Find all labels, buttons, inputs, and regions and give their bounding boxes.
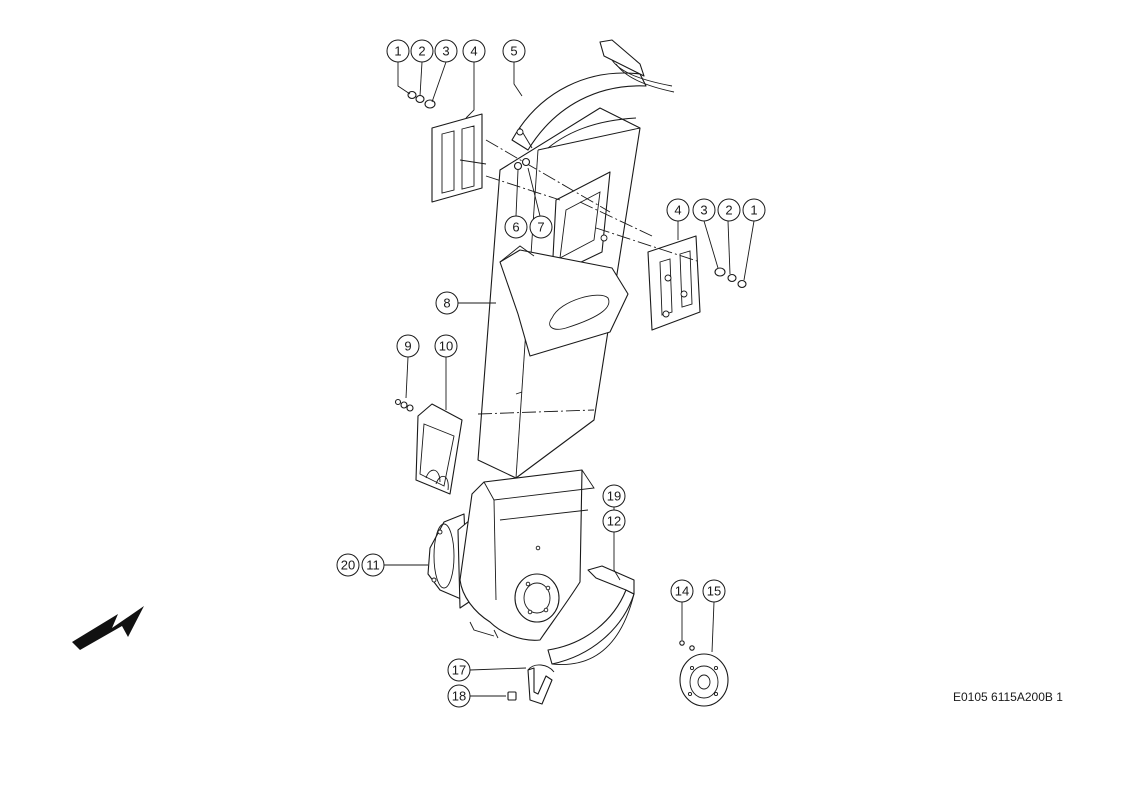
part-17-u-bolt: [527, 664, 555, 705]
callout-8: 8: [435, 291, 459, 315]
svg-text:7: 7: [537, 220, 544, 235]
callout-3-right: 3: [692, 198, 716, 222]
fasteners-6-7: [513, 157, 531, 171]
arrow-up-right-icon: [72, 606, 144, 650]
callout-14: 14: [670, 579, 694, 603]
callout-20: 20: [336, 553, 360, 577]
svg-text:1: 1: [750, 203, 757, 218]
callout-7: 7: [529, 215, 553, 239]
svg-text:20: 20: [341, 558, 355, 573]
callout-12: 12: [602, 509, 626, 533]
part-5-deflector: [511, 39, 675, 151]
part-9-fastener: [394, 398, 414, 412]
svg-text:4: 4: [470, 44, 477, 59]
svg-text:18: 18: [452, 689, 466, 704]
fasteners-right: [714, 267, 747, 289]
fasteners-left: [407, 90, 436, 109]
part-11-fan-housing: [427, 469, 595, 641]
callout-17: 17: [447, 658, 471, 682]
part-8-main-chute: [477, 107, 641, 479]
svg-text:17: 17: [452, 663, 466, 678]
callout-4: 4: [462, 39, 486, 63]
leader-lines: [384, 61, 755, 697]
svg-text:6: 6: [512, 220, 519, 235]
part-15-hub: [679, 653, 729, 707]
callout-9: 9: [396, 334, 420, 358]
callout-5: 5: [502, 39, 526, 63]
callout-1: 1: [386, 39, 410, 63]
svg-text:19: 19: [607, 489, 621, 504]
svg-text:5: 5: [510, 44, 517, 59]
part-14-screws: [679, 640, 695, 651]
svg-text:3: 3: [700, 203, 707, 218]
callout-2-right: 2: [717, 198, 741, 222]
svg-text:3: 3: [442, 44, 449, 59]
callout-2: 2: [410, 39, 434, 63]
callout-15: 15: [702, 579, 726, 603]
svg-text:11: 11: [366, 558, 380, 573]
callout-19: 19: [602, 484, 626, 508]
callout-10: 10: [434, 334, 458, 358]
part-10-bracket: [415, 403, 463, 495]
svg-text:2: 2: [418, 44, 425, 59]
svg-text:1: 1: [394, 44, 401, 59]
part-12-lower-guard: [547, 565, 635, 665]
svg-text:8: 8: [443, 296, 450, 311]
svg-text:4: 4: [674, 203, 681, 218]
reference-code: E0105 6115A200B 1: [953, 690, 1063, 704]
part-4-plate-right: [579, 201, 701, 331]
part-18-nut: [507, 691, 517, 701]
svg-text:15: 15: [707, 584, 721, 599]
callout-6: 6: [504, 215, 528, 239]
callout-4-right: 4: [666, 198, 690, 222]
callout-1-right: 1: [742, 198, 766, 222]
callout-18: 18: [447, 684, 471, 708]
callout-11: 11: [361, 553, 385, 577]
part-4-plate-left: [431, 113, 611, 213]
svg-text:2: 2: [725, 203, 732, 218]
svg-text:9: 9: [404, 339, 411, 354]
svg-text:10: 10: [439, 339, 453, 354]
svg-text:14: 14: [675, 584, 689, 599]
svg-text:12: 12: [607, 514, 621, 529]
callout-3: 3: [434, 39, 458, 63]
